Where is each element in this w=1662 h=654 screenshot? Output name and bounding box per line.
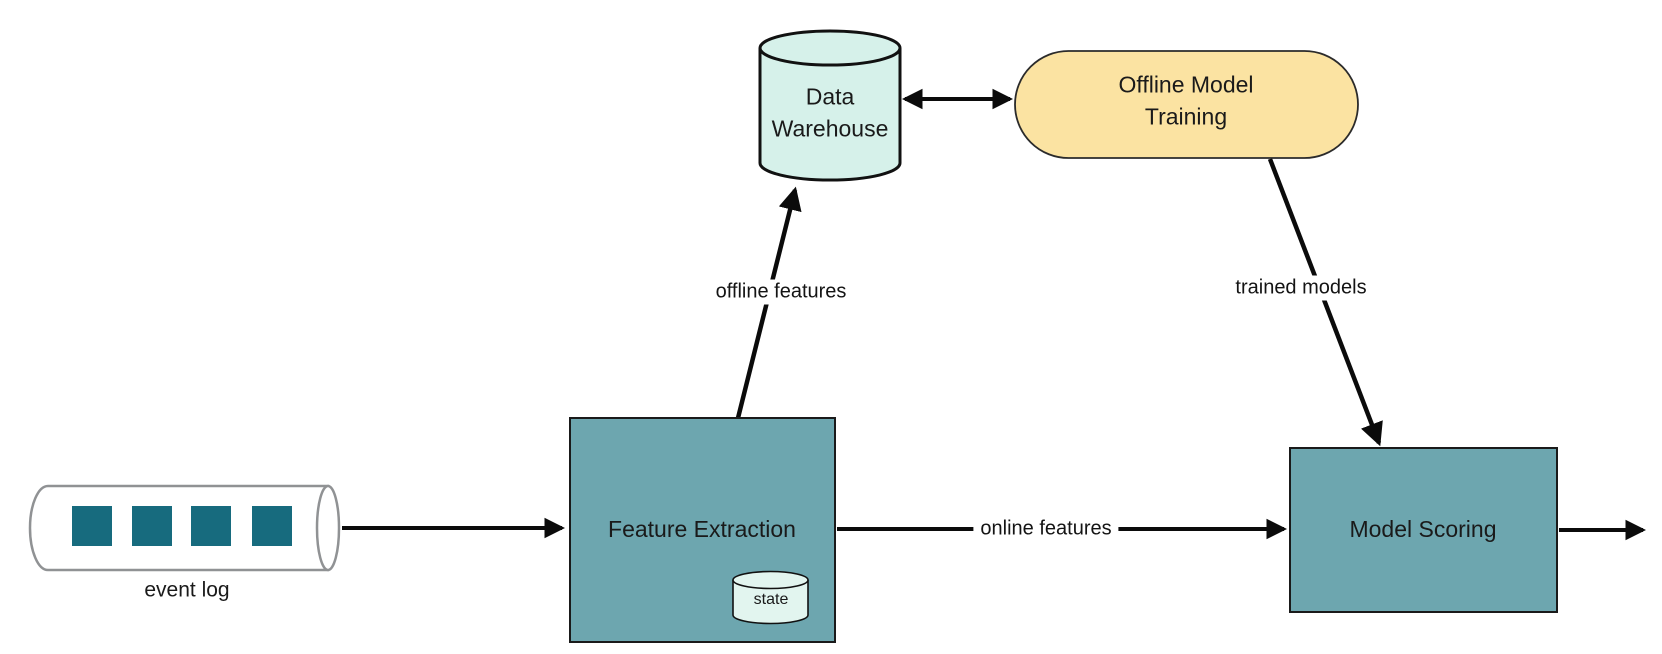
data-warehouse-label: Data Warehouse (771, 83, 889, 141)
offline-model-training-label: Offline Model Training (1118, 71, 1254, 129)
data-warehouse-cylinder-top (758, 29, 902, 67)
event-block (132, 506, 172, 546)
state-store-label: state (753, 590, 789, 608)
model-scoring-box (1289, 447, 1558, 613)
event-log-pipe-opening (315, 484, 341, 572)
model-scoring-label: Model Scoring (1349, 516, 1497, 543)
data-warehouse-cylinder-body (758, 48, 902, 182)
event-block (252, 506, 292, 546)
online-features-edge-label: online features (973, 516, 1119, 542)
state-cylinder-body (732, 580, 809, 625)
arrow-trained-models (1267, 158, 1383, 447)
offline-model-training-pill (1014, 50, 1359, 159)
event-block (72, 506, 112, 546)
trained-models-edge-label: trained models (1228, 275, 1374, 301)
offline-features-edge-label: offline features (708, 279, 854, 305)
event-log-label: event log (144, 578, 230, 602)
event-block (191, 506, 231, 546)
feature-extraction-label: Feature Extraction (608, 516, 796, 543)
state-cylinder-top (732, 570, 809, 590)
